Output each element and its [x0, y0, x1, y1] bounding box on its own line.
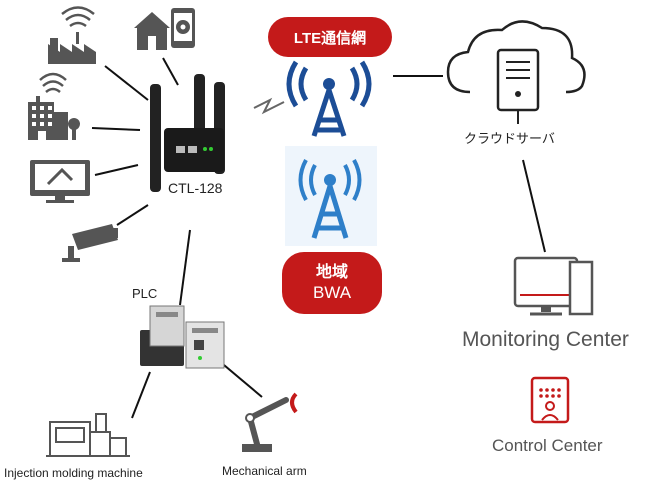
mechanical-arm-label: Mechanical arm	[222, 464, 307, 478]
link-screen-router	[94, 164, 139, 176]
lte-network-label: LTE通信網	[293, 29, 367, 47]
link-plc-arm	[217, 359, 263, 398]
lte-tower-icon	[286, 60, 372, 137]
bwa-label-line2: BWA	[312, 283, 352, 302]
monitoring-center-label: Monitoring Center	[462, 328, 629, 351]
wireless-link-icon	[253, 97, 285, 115]
monitoring-center-icon	[513, 256, 594, 316]
link-factory-router	[104, 65, 149, 101]
link-building-router	[91, 127, 141, 131]
camera-icon	[62, 224, 118, 262]
link-cloud-monitoring	[522, 159, 546, 253]
injection-molding-icon	[46, 413, 130, 457]
link-plc-injection	[131, 371, 151, 419]
router-icon	[150, 74, 225, 192]
lte-network-badge: LTE通信網	[268, 17, 392, 57]
building-icon	[28, 72, 80, 140]
bwa-network-badge: 地域 BWA	[282, 252, 382, 314]
bwa-label-line1: 地域	[315, 264, 348, 281]
control-center-label: Control Center	[492, 436, 603, 455]
injection-molding-label: Injection molding machine	[4, 466, 143, 480]
display-icon	[30, 160, 90, 203]
plc-label: PLC	[132, 286, 158, 301]
cloud-server-icon	[446, 20, 586, 124]
smart-home-icon	[134, 8, 195, 50]
link-camera-router	[116, 204, 149, 226]
mechanical-arm-icon	[242, 392, 298, 452]
plc-icon	[140, 305, 225, 369]
router-label: CTL-128	[168, 180, 223, 196]
control-center-icon	[530, 376, 570, 424]
bwa-tower-icon	[285, 146, 377, 246]
factory-icon	[48, 6, 96, 64]
cloud-server-label: クラウドサーバ	[464, 131, 555, 146]
link-house-router	[162, 57, 179, 86]
link-router-plc	[179, 229, 191, 306]
